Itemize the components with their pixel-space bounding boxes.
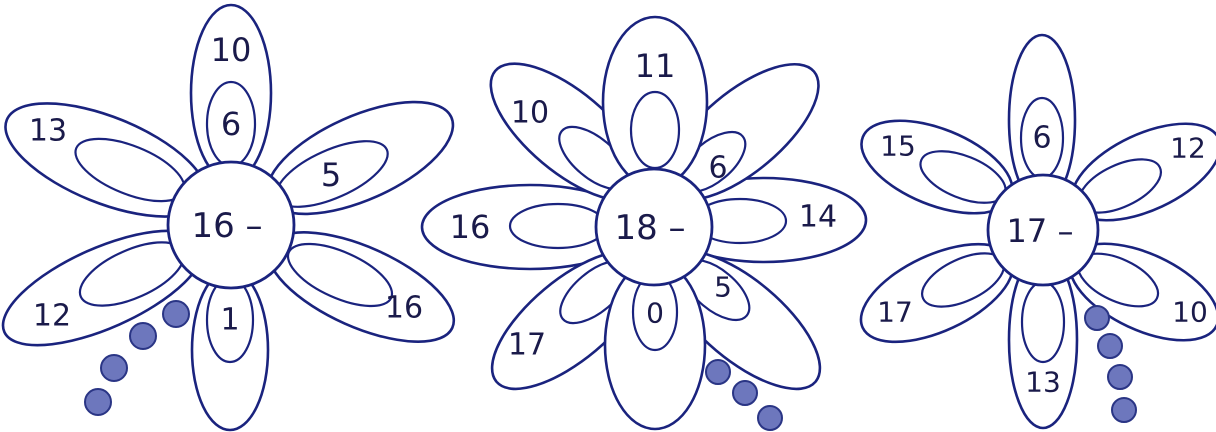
flower-3-dot	[1085, 306, 1109, 330]
flower-1-petal-bottom-inner-number: 1	[220, 303, 239, 338]
flower-2-center-label: 18 –	[614, 208, 685, 248]
flower-3-petal-upper-right-outer-number: 12	[1170, 132, 1206, 165]
flower-2-petal-bottom-inner-number: 0	[646, 297, 664, 330]
flower-3-petal-lower-right-outer-number: 10	[1172, 296, 1208, 329]
flower-1-dot	[130, 323, 156, 349]
flower-2-center: 18 –	[596, 169, 712, 285]
flower-2-petal-lower-left-outer-number: 17	[508, 328, 546, 363]
flower-3-petal-lower-left-outer-number: 17	[877, 296, 913, 329]
flower-2-petal-right-outer-number: 14	[799, 200, 837, 235]
flower-3-petal-top-inner-number: 6	[1032, 121, 1051, 156]
flower-2-petal-left-outer-number: 16	[450, 208, 491, 246]
flower-1-petal-upper-left-outer-number: 13	[29, 114, 67, 149]
flower-1-dot	[101, 355, 127, 381]
flower-3: 15 12 17 10 6 13 17 –	[847, 35, 1216, 428]
flower-1-petal-lower-right-outer-number: 16	[385, 291, 423, 326]
flower-3-dot	[1108, 365, 1132, 389]
flower-3-dot	[1098, 334, 1122, 358]
flower-3-dot	[1112, 398, 1136, 422]
flower-3-petal-upper-left-outer-number: 15	[880, 130, 916, 163]
flower-1: 10 6 13 5 12 16 1	[0, 5, 469, 430]
flower-2: 16 14 10 6 17 5	[422, 17, 866, 430]
flower-1-petal-bottom: 1	[192, 270, 268, 430]
flower-1-petal-top-inner-number: 6	[221, 105, 241, 143]
flower-3-center: 17 –	[988, 175, 1098, 285]
flower-3-center-label: 17 –	[1007, 212, 1074, 250]
flower-2-petal-top: 11	[603, 17, 707, 187]
flower-2-petal-top-outer-number: 11	[635, 47, 676, 85]
flower-1-petal-top-outer-number: 10	[211, 31, 252, 69]
flower-1-petal-top: 10 6	[191, 5, 271, 181]
flower-3-petal-bottom-outer-number: 13	[1025, 366, 1061, 399]
flower-1-petal-upper-right-inner-number: 5	[321, 156, 341, 194]
flower-1-petal-lower-left-outer-number: 12	[33, 299, 71, 334]
flower-2-dot	[733, 381, 757, 405]
flower-1-dot	[163, 301, 189, 327]
flower-2-dot	[758, 406, 782, 430]
flower-1-center: 16 –	[168, 162, 294, 288]
flower-1-center-label: 16 –	[191, 206, 262, 246]
flower-2-petal-upper-left-outer-number: 10	[511, 96, 549, 131]
flower-2-petal-upper-right-inner-number: 6	[708, 151, 727, 186]
flower-1-dot	[85, 389, 111, 415]
flower-2-petal-lower-right-inner-number: 5	[714, 271, 732, 304]
flower-2-dot	[706, 360, 730, 384]
